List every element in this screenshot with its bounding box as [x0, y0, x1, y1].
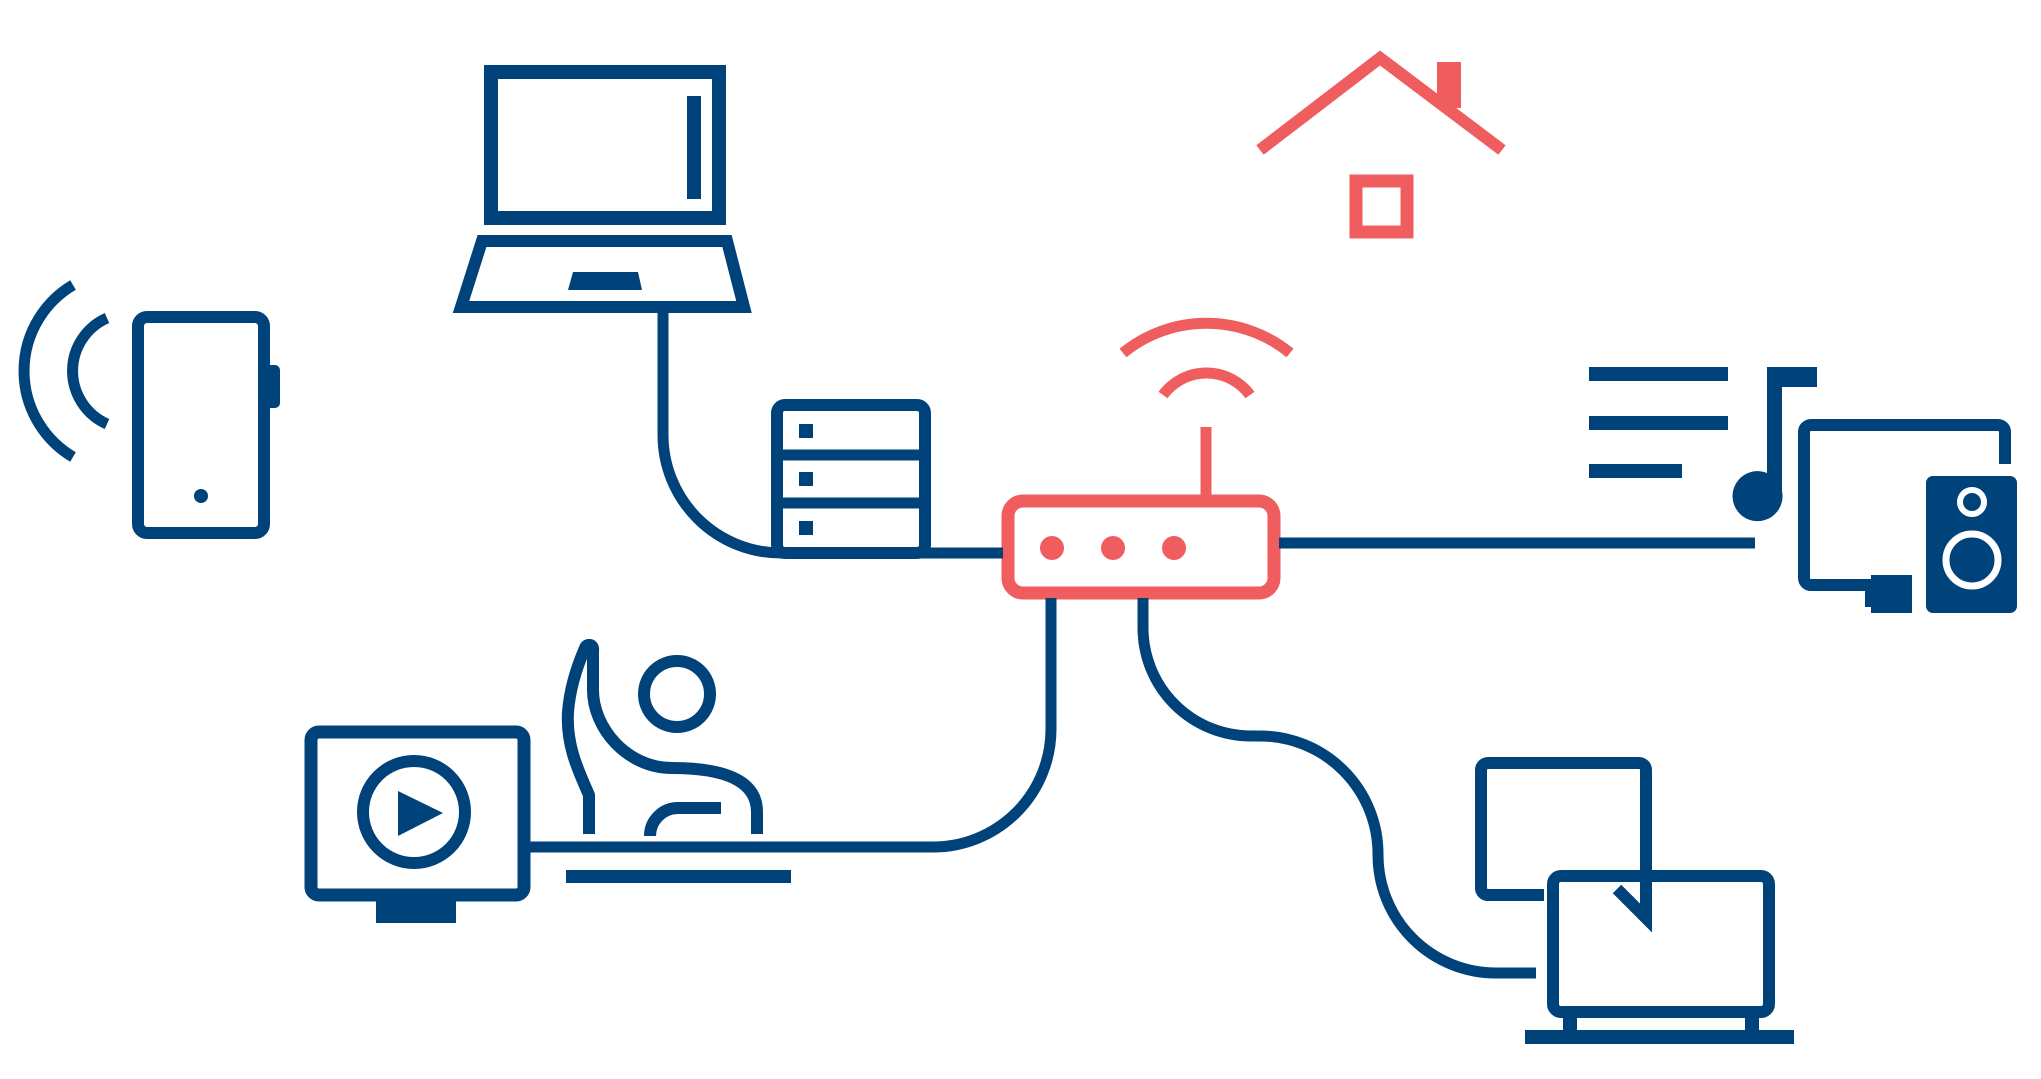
desktop-stand-right	[1745, 1012, 1759, 1032]
smart-tv-icon	[304, 725, 531, 923]
laptop-screen-bar	[687, 96, 701, 199]
phone-side-button	[266, 365, 280, 408]
playlist-line-1	[1589, 367, 1728, 381]
laptop-screen	[484, 65, 726, 225]
gamer-body	[561, 638, 763, 834]
cable-router-tv	[524, 598, 1057, 853]
server-led-2	[799, 472, 813, 486]
music-playlist-icon	[1589, 367, 1817, 522]
server-frame	[771, 399, 931, 559]
laptop-base	[452, 235, 752, 313]
server-led-1	[799, 424, 813, 438]
desktop-keyboard	[1525, 1030, 1794, 1044]
cable-laptop-router	[657, 311, 1003, 559]
tv-screen	[304, 725, 531, 902]
gamer-icon	[561, 638, 791, 883]
speaker-tweeter	[1957, 487, 1987, 517]
router-light-1	[1040, 536, 1064, 560]
desktop-stand-left	[1563, 1012, 1577, 1032]
house-icon	[1256, 50, 1506, 239]
music-note	[1732, 367, 1817, 522]
play-circle	[357, 755, 471, 869]
laptop-touchpad	[568, 272, 642, 290]
playlist-line-2	[1589, 416, 1728, 430]
mobile-phone-icon	[18, 280, 280, 539]
server-stack-icon	[771, 399, 931, 559]
desktop-computers-icon	[1475, 757, 1794, 1044]
router-light-3	[1162, 536, 1186, 560]
gamer-arm	[644, 802, 721, 837]
house-roof	[1256, 50, 1506, 155]
tv-stand	[376, 897, 456, 923]
play-icon	[398, 791, 443, 836]
playlist-line-3	[1589, 464, 1682, 478]
speaker-stand-block	[1871, 575, 1912, 613]
network-cables	[524, 311, 1755, 979]
gamer-desk	[566, 870, 791, 883]
phone-body	[132, 311, 270, 539]
router-body	[1001, 494, 1281, 600]
house-window	[1349, 174, 1414, 239]
wifi-signal-icon	[1119, 317, 1294, 399]
gamer-head	[638, 655, 716, 733]
server-led-3	[799, 521, 813, 535]
cable-router-desktops	[1137, 598, 1536, 979]
router-icon	[1001, 427, 1281, 600]
desktop-front-monitor	[1547, 870, 1775, 1018]
laptop-icon	[452, 65, 752, 313]
wireless-arc-inner	[67, 312, 110, 430]
wireless-arc-outer	[18, 280, 76, 462]
router-light-2	[1101, 536, 1125, 560]
desktop-monitor-redraw	[1612, 876, 1652, 933]
speaker-woofer	[1942, 530, 2002, 590]
house-chimney	[1437, 62, 1461, 108]
speaker-body	[1926, 476, 2017, 613]
wifi-arc-outer	[1119, 317, 1294, 358]
desktop-back-monitor	[1475, 757, 1652, 933]
speaker-cabinet-outline	[1798, 419, 2011, 607]
phone-home-dot	[194, 489, 208, 503]
speaker-icon	[1798, 419, 2017, 613]
wifi-arc-inner	[1158, 367, 1255, 399]
